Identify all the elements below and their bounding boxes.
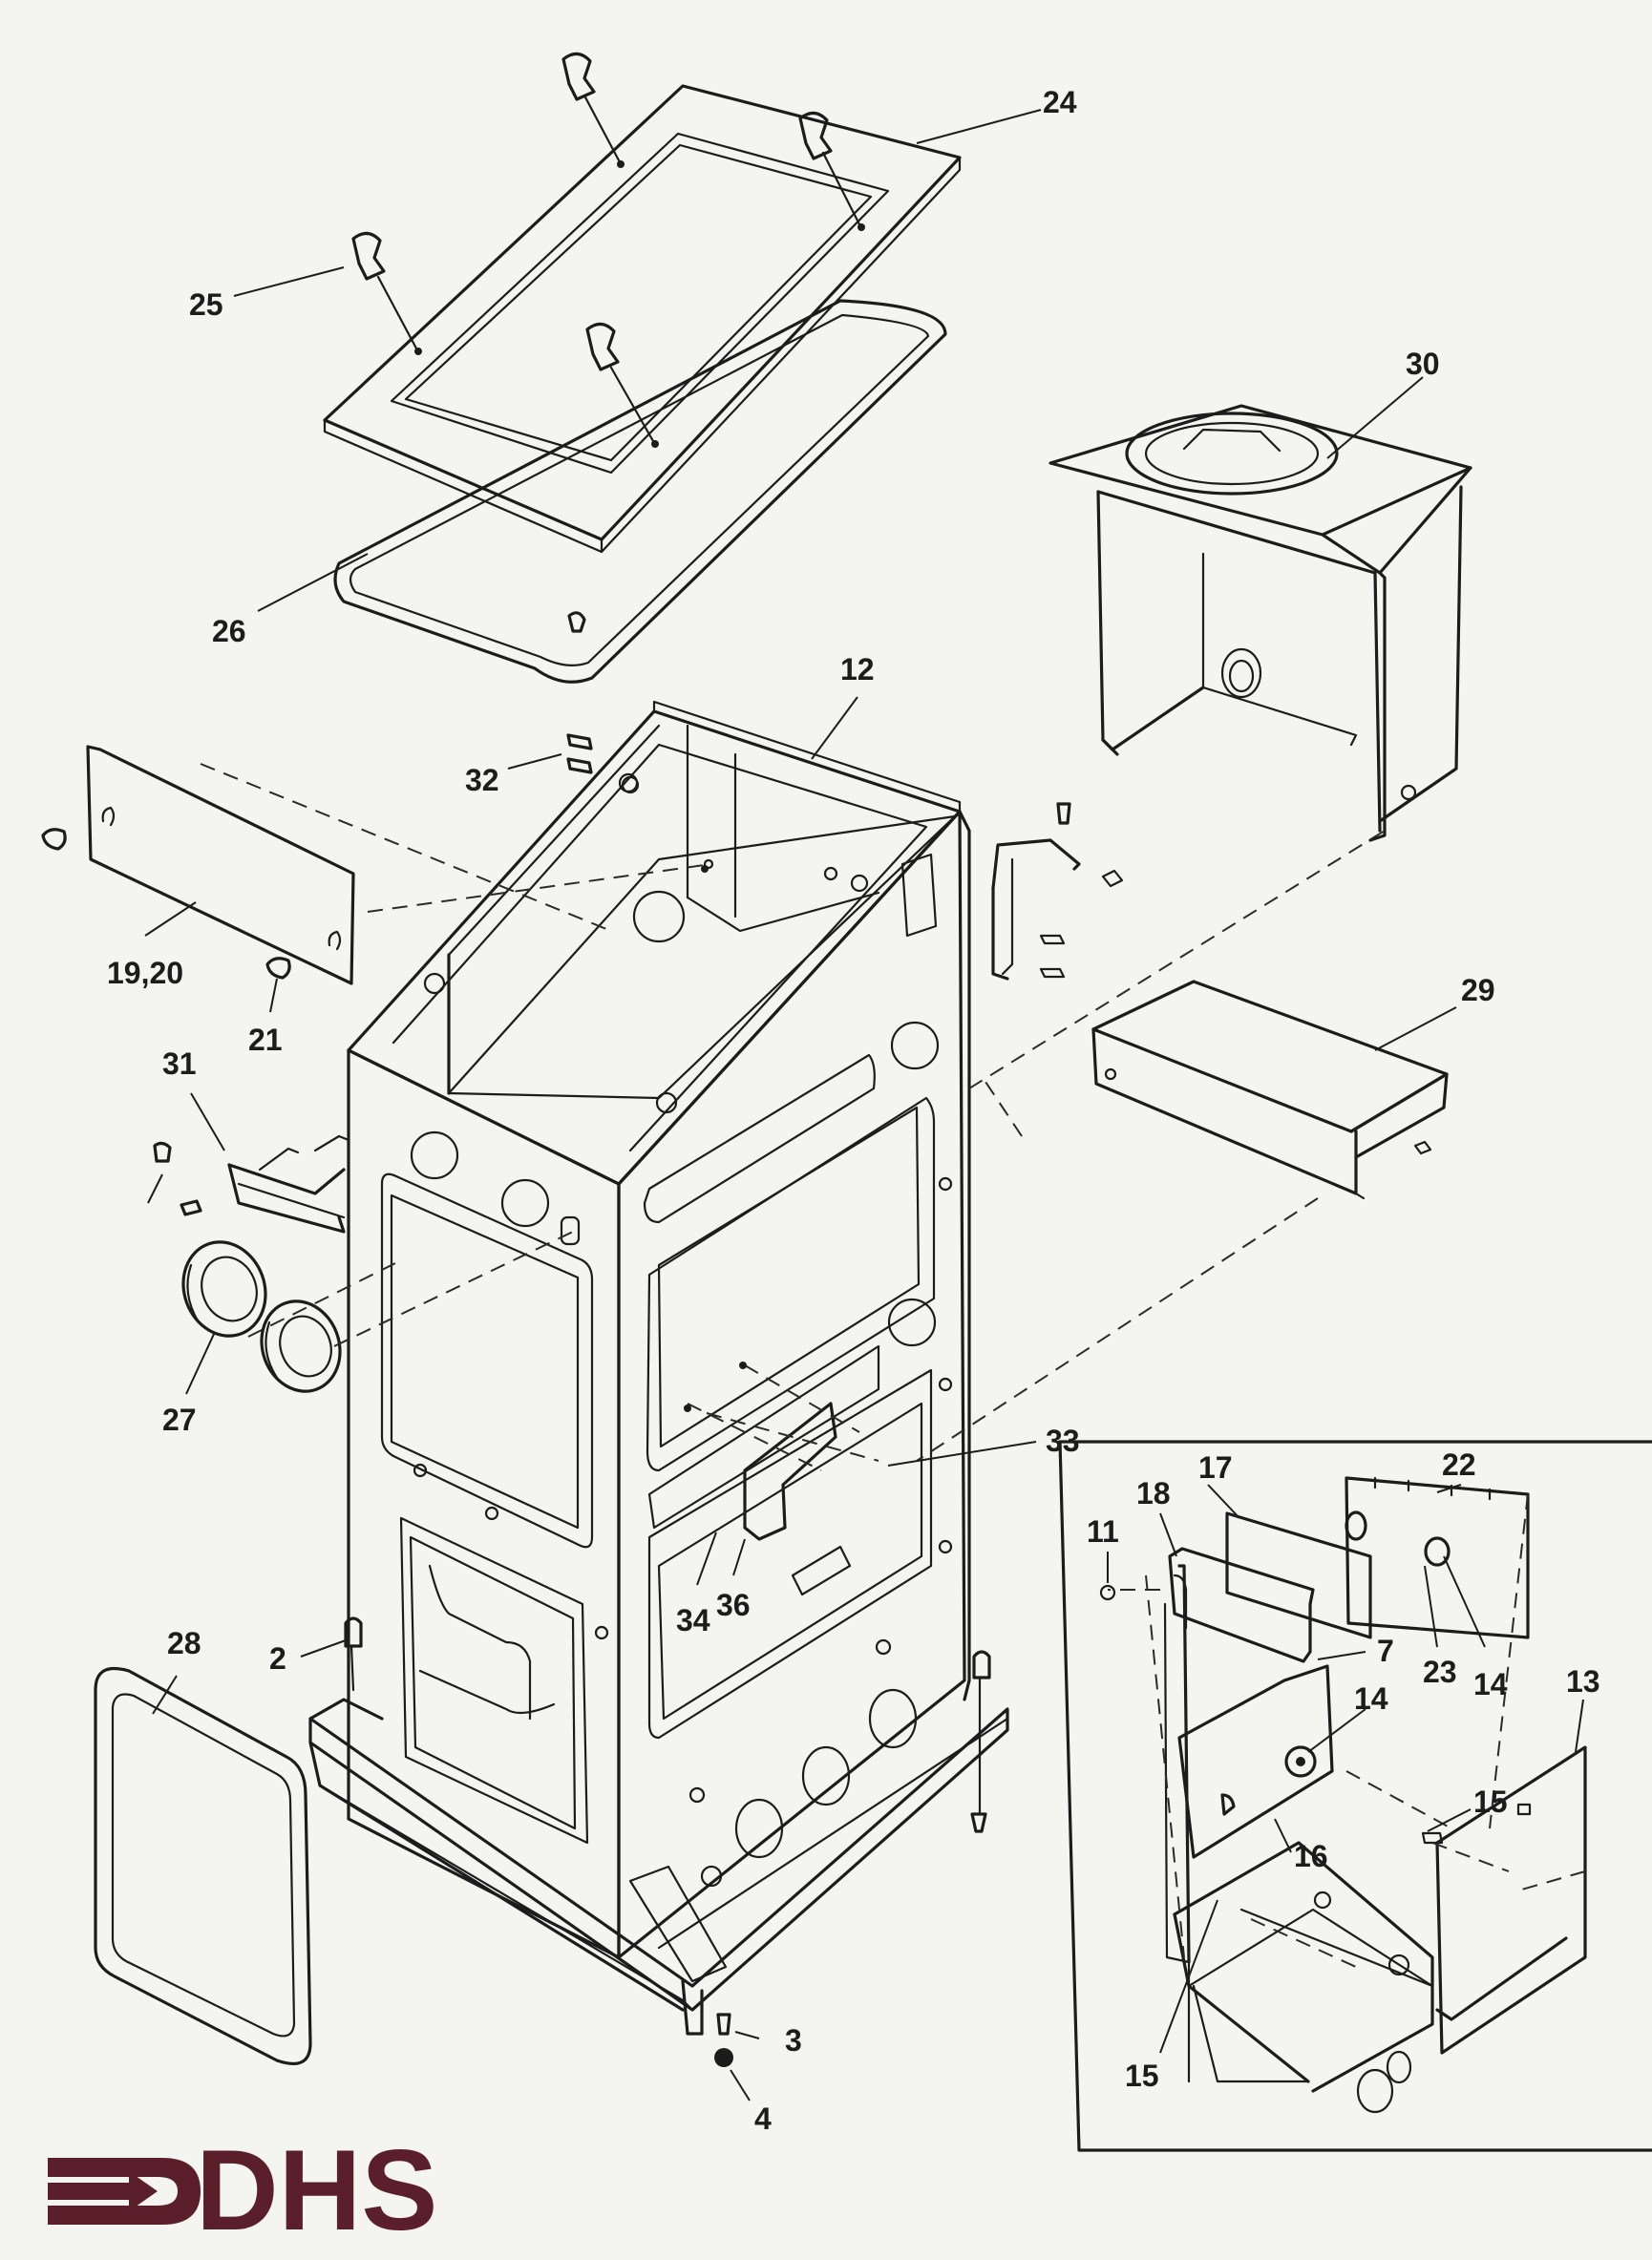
fasteners-part-2-3-4 <box>344 1616 991 2067</box>
base-frame <box>308 1698 1009 2036</box>
callout-19-20: 19,20 <box>107 956 183 990</box>
gasket-part-28 <box>94 1666 312 2065</box>
assembly-lines <box>200 763 1386 1471</box>
callout-16: 16 <box>1294 1839 1328 1873</box>
top-cover-part-24 <box>323 84 962 554</box>
callout-2: 2 <box>269 1641 286 1676</box>
detail-inset <box>1058 1440 1652 2152</box>
bolts-part-32 <box>566 733 639 793</box>
callout-29: 29 <box>1461 973 1495 1007</box>
callout-27: 27 <box>162 1403 197 1437</box>
callout-36: 36 <box>716 1588 751 1622</box>
callout-11: 11 <box>1087 1514 1119 1549</box>
callout-32: 32 <box>465 763 499 797</box>
callout-30: 30 <box>1406 347 1440 381</box>
callout-25: 25 <box>189 287 223 322</box>
hinge-bracket <box>900 802 1124 981</box>
wing-screw-icon <box>351 231 422 355</box>
callout-15-right: 15 <box>1473 1785 1508 1819</box>
callout-14-center: 14 <box>1354 1681 1388 1716</box>
flat-cover-part-29 <box>1091 980 1449 1200</box>
callout-21: 21 <box>248 1023 283 1057</box>
plugs-part-27 <box>181 1240 342 1393</box>
callout-26: 26 <box>212 614 246 648</box>
bracket-part-31 <box>147 1134 350 1234</box>
plug-icon <box>260 1299 342 1393</box>
callout-labels: 24 25 26 30 12 32 19,20 21 31 29 27 33 2… <box>107 85 1600 2136</box>
callout-34: 34 <box>676 1603 710 1637</box>
arrow-logo-icon <box>48 2158 201 2225</box>
inset-assembly <box>1099 1476 1587 2114</box>
side-panel-part-19-20 <box>41 745 355 985</box>
callout-4: 4 <box>754 2102 772 2136</box>
logo-text: DHS <box>196 2126 437 2254</box>
callout-33: 33 <box>1046 1424 1080 1458</box>
wing-screw-icon <box>561 52 625 168</box>
wing-screws-part-25 <box>351 52 865 448</box>
callout-28: 28 <box>167 1626 201 1660</box>
callout-18: 18 <box>1136 1476 1171 1510</box>
callout-12: 12 <box>840 652 875 686</box>
top-tank-part-30 <box>1048 404 1472 842</box>
callout-22: 22 <box>1442 1447 1476 1482</box>
callout-15-left: 15 <box>1125 2059 1159 2093</box>
main-cabinet-part-12 <box>347 700 971 1959</box>
wing-screw-icon <box>585 322 659 448</box>
callout-31: 31 <box>162 1046 197 1081</box>
dhs-logo: DHS <box>48 2126 437 2254</box>
callout-17: 17 <box>1198 1450 1233 1485</box>
callout-24: 24 <box>1043 85 1077 119</box>
plug-icon <box>181 1240 267 1338</box>
callout-14-right: 14 <box>1473 1667 1508 1701</box>
callout-13: 13 <box>1566 1664 1600 1699</box>
gasket-part-26 <box>333 299 947 684</box>
callout-3: 3 <box>785 2023 802 2058</box>
callout-7: 7 <box>1377 1634 1394 1668</box>
callout-23: 23 <box>1423 1655 1457 1689</box>
wing-screw-icon <box>798 111 865 231</box>
leader-lines <box>144 109 1584 2102</box>
